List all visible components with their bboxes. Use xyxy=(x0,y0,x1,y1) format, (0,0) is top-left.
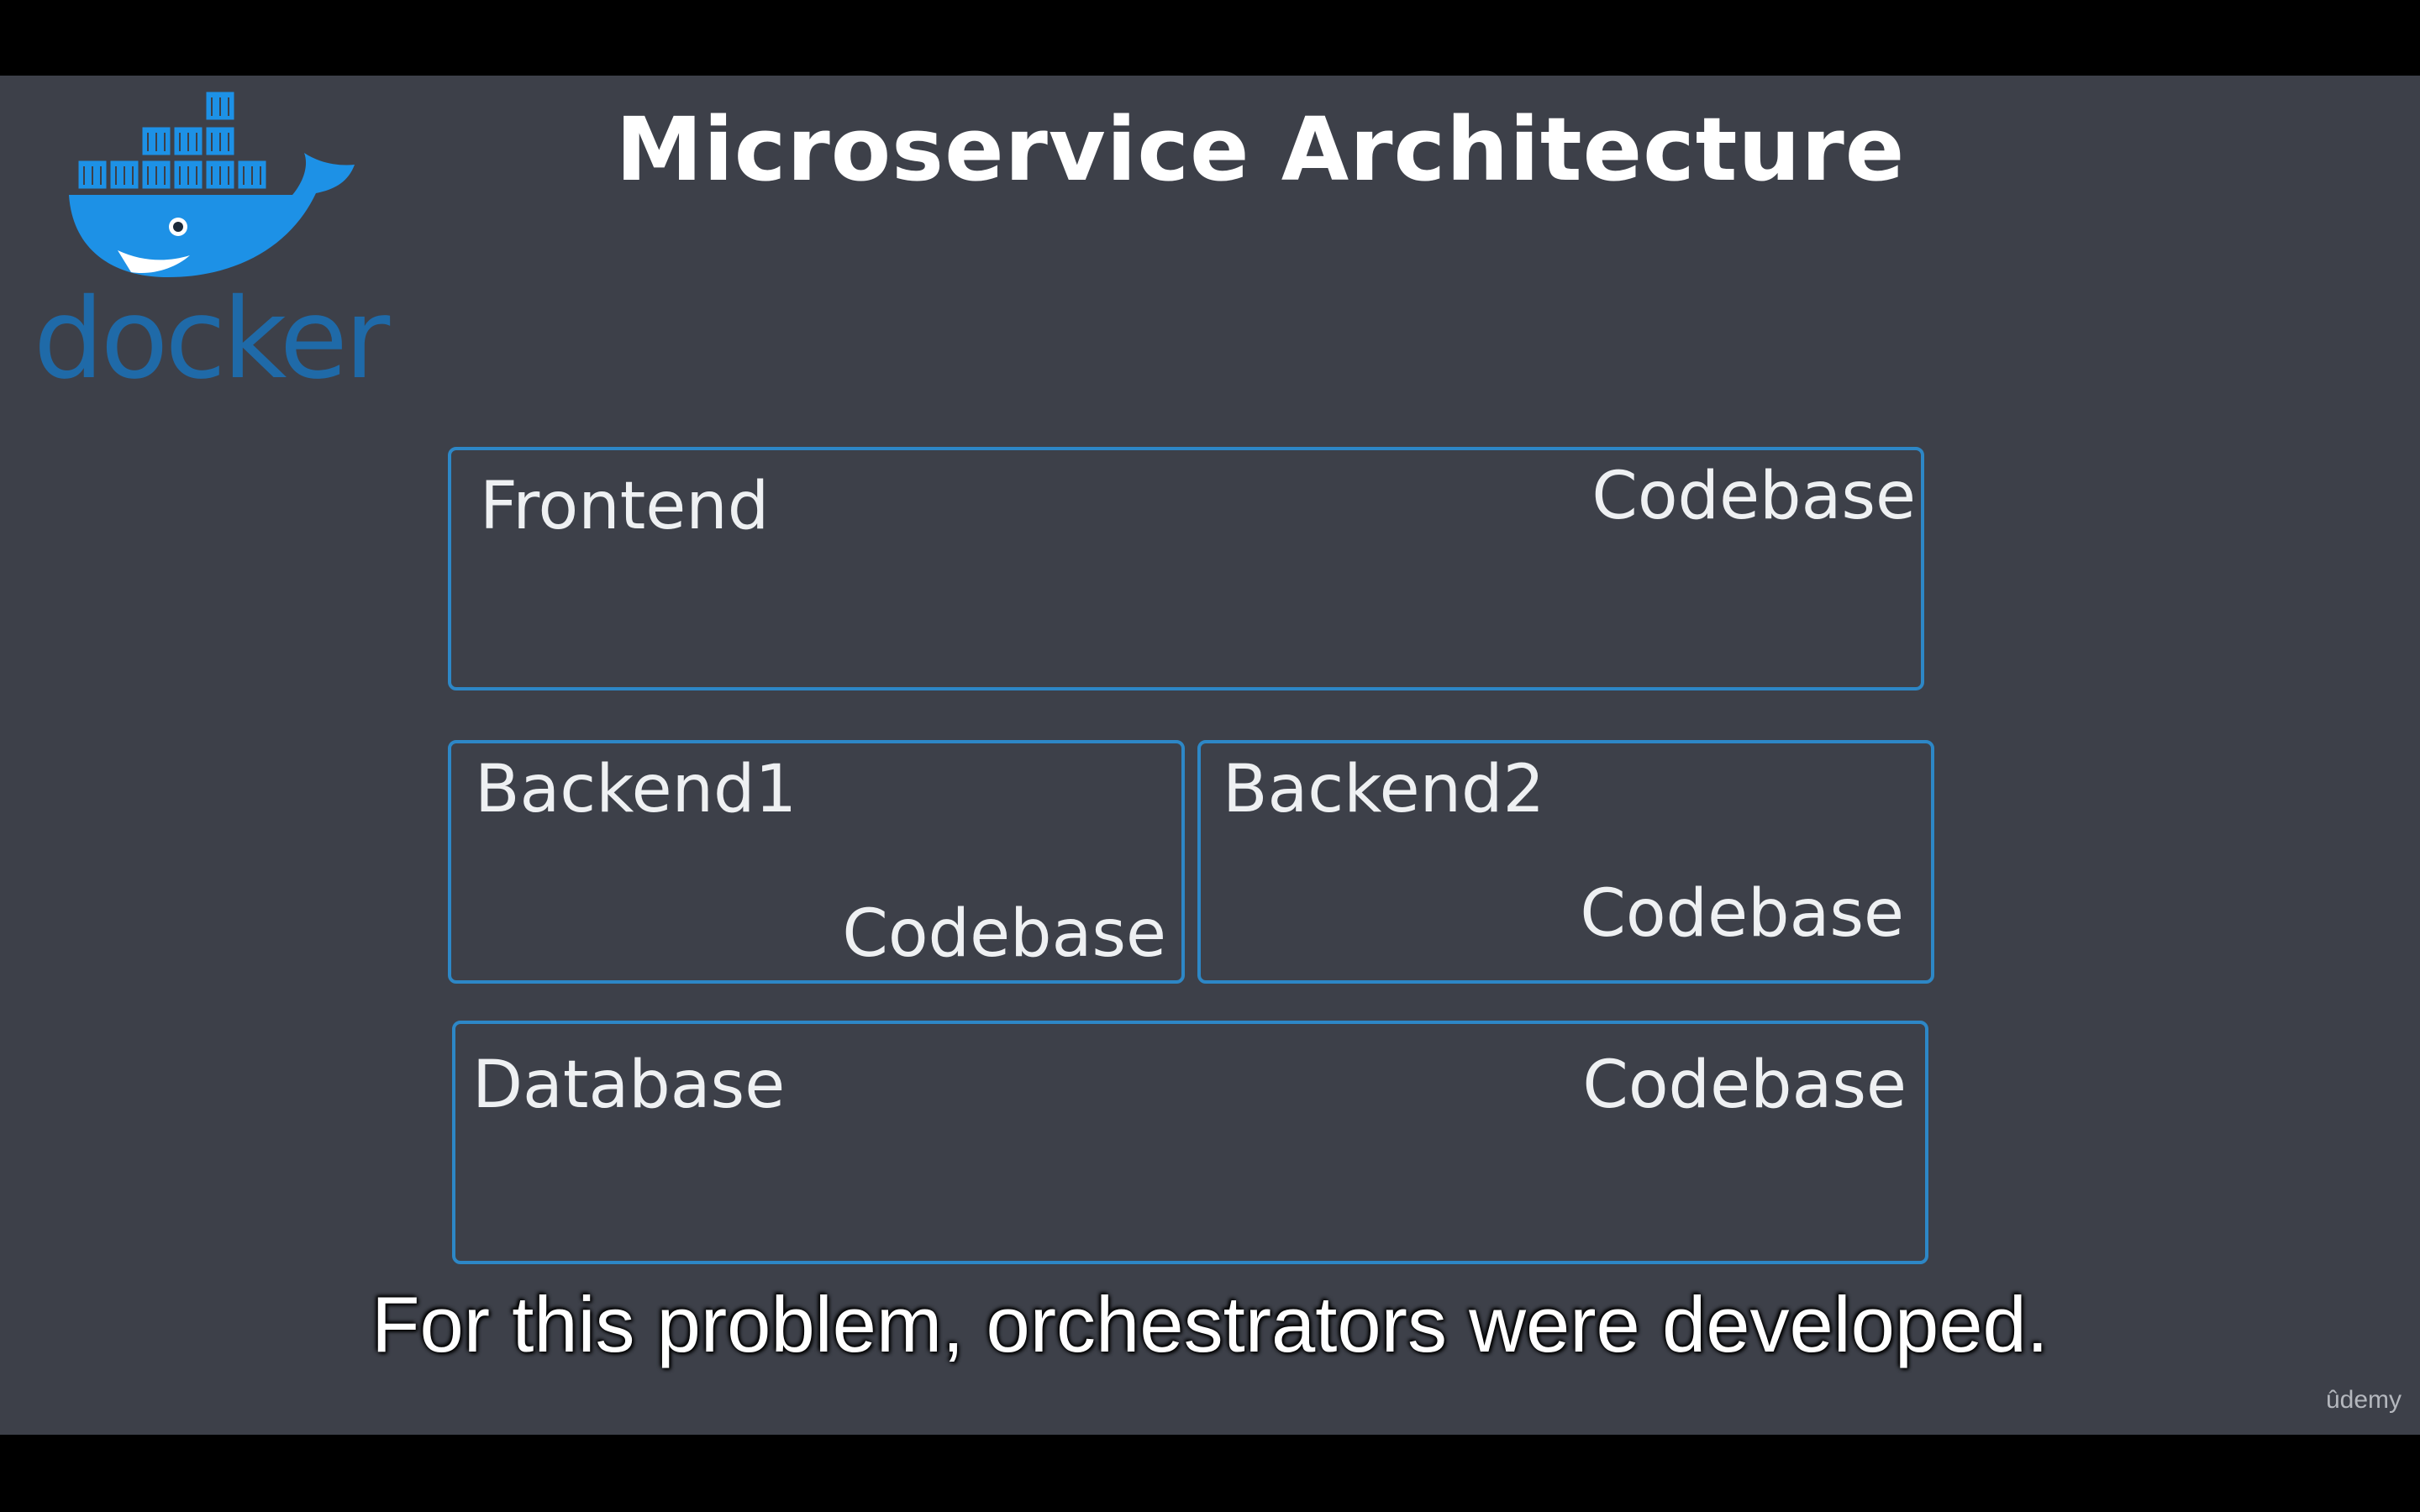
backend1-label: Backend1 xyxy=(475,752,797,827)
backend2-box: Backend2 Codebase xyxy=(1197,740,1934,984)
database-label: Database xyxy=(472,1047,786,1123)
docker-logo: docker xyxy=(25,82,395,397)
udemy-watermark: ûdemy xyxy=(2325,1386,2402,1414)
frontend-box: Frontend Codebase xyxy=(448,447,1924,690)
backend1-codebase-label: Codebase xyxy=(842,896,1166,972)
slide: docker Microservice Architecture Fronten… xyxy=(0,76,2420,1435)
docker-logo-text: docker xyxy=(33,275,390,404)
docker-whale-icon xyxy=(69,89,355,277)
backend2-label: Backend2 xyxy=(1223,752,1545,827)
slide-title: Microservice Architecture xyxy=(615,98,1906,201)
video-subtitle: For this problem, orchestrators were dev… xyxy=(371,1280,2049,1368)
backend1-box: Backend1 Codebase xyxy=(448,740,1185,984)
database-codebase-label: Codebase xyxy=(1582,1047,1907,1123)
backend2-codebase-label: Codebase xyxy=(1580,876,1904,952)
video-letterbox-bottom xyxy=(0,1435,2420,1512)
video-letterbox-top xyxy=(0,0,2420,76)
frontend-codebase-label: Codebase xyxy=(1591,459,1916,534)
database-box: Database Codebase xyxy=(452,1021,1928,1264)
frontend-label: Frontend xyxy=(480,469,770,544)
